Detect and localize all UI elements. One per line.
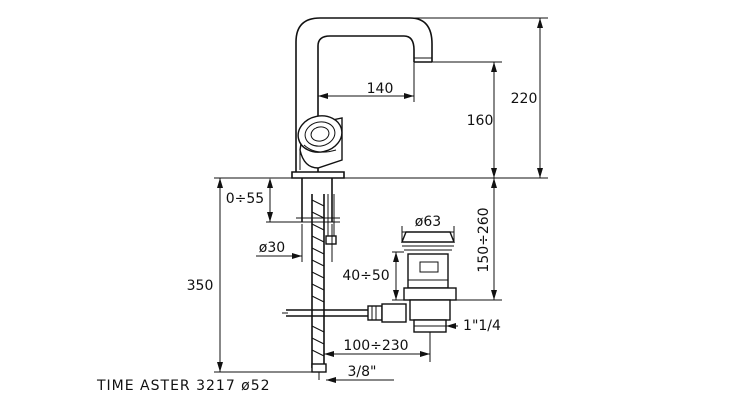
dim-supply-thread: 3/8"	[348, 364, 377, 380]
dim-waste-depth: 150÷260	[476, 207, 492, 272]
model-caption: TIME ASTER 3217 ø52	[96, 378, 271, 394]
dim-rod-length: 100÷230	[343, 338, 408, 354]
dim-below-deck: 350	[187, 278, 214, 294]
handle	[297, 115, 343, 170]
dim-deck-thickness: 0÷55	[226, 191, 264, 207]
dim-waste-cap-diameter: ø63	[415, 214, 441, 230]
popup-waste	[282, 231, 457, 333]
dim-waste-thread: 1"1/4	[463, 318, 501, 334]
dim-total-height: 220	[511, 91, 538, 107]
dim-waste-adjust: 40÷50	[342, 268, 389, 284]
dim-hole-diameter: ø30	[259, 240, 285, 256]
dim-spout-reach: 140	[367, 81, 394, 97]
faucet-body	[291, 17, 433, 380]
dimension-lines	[214, 17, 548, 383]
dim-spout-height: 160	[467, 113, 494, 129]
